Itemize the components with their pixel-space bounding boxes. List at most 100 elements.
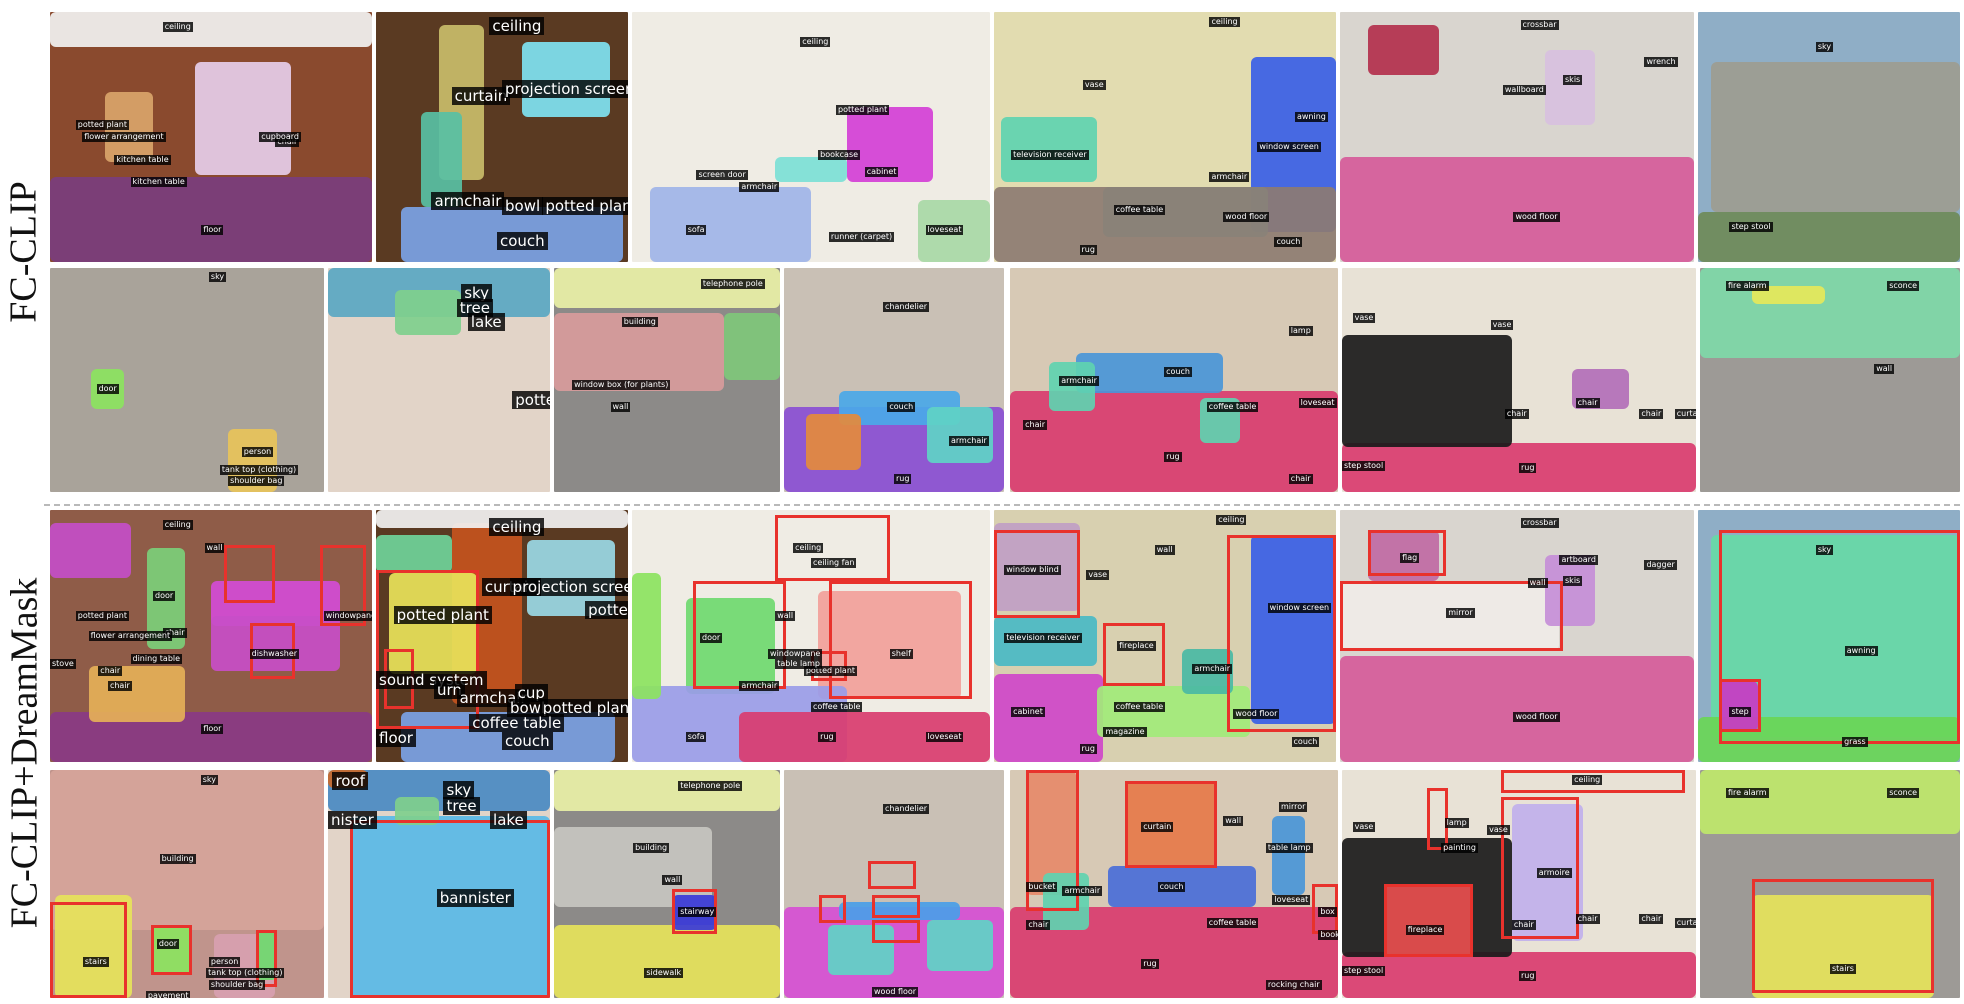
segment-label: crossbar <box>1520 517 1559 528</box>
segment-mask <box>1368 24 1440 75</box>
segment-label: ceiling <box>162 520 193 531</box>
segment-label: coffee table <box>1206 402 1259 413</box>
segment-label: armchair <box>1059 375 1099 386</box>
segment-label: grass <box>1842 736 1868 747</box>
segment-mask <box>685 598 776 694</box>
segment-mask <box>50 12 372 47</box>
segment-label: coffee table <box>1113 204 1166 215</box>
segment-mask <box>1250 535 1336 725</box>
segment-label: curtain <box>1674 918 1696 929</box>
segment-label: tank top (clothing) <box>219 465 299 476</box>
highlight-box <box>872 920 921 944</box>
segment-label: couch <box>1291 736 1320 747</box>
segment-label: lake <box>467 312 505 331</box>
tile-fc-clip-kitchen: ceilingchaircupboardflower arrangementki… <box>50 12 372 262</box>
segment-label: armchair <box>949 436 989 446</box>
segment-label: telephone pole <box>678 781 743 792</box>
segment-label: screen door <box>696 169 748 180</box>
segment-label: vase <box>1082 79 1106 90</box>
segment-mask <box>1340 157 1694 262</box>
segment-mask <box>350 815 550 998</box>
segment-label: dining table <box>130 653 183 664</box>
segment-label: potted plant <box>75 610 129 621</box>
segment-label: curtain <box>1141 822 1174 833</box>
segment-label: rug <box>1079 744 1097 755</box>
segment-label: wood floor <box>1233 709 1280 720</box>
segment-label: magazine <box>1103 726 1147 737</box>
segment-label: window box (for plants) <box>572 380 671 390</box>
segment-label: wall <box>1154 545 1175 556</box>
segment-label: couch <box>1274 237 1303 247</box>
segment-label: sconce <box>1887 788 1920 799</box>
segment-mask <box>50 177 372 262</box>
segment-label: bowl <box>507 699 549 717</box>
highlight-box <box>867 861 916 889</box>
segment-mask <box>1752 285 1825 304</box>
segment-label: coffee table <box>1206 918 1259 929</box>
segment-mask <box>1545 49 1595 125</box>
segment-label: kitchen table <box>114 154 171 165</box>
segment-mask <box>1384 884 1473 957</box>
segment-label: building <box>621 317 658 328</box>
segment-label: coffee table <box>1113 701 1166 712</box>
segment-label: skis <box>1563 74 1583 85</box>
segment-label: artboard <box>1559 555 1598 566</box>
segment-label: sky <box>200 774 218 785</box>
segment-label: fire alarm <box>1726 281 1769 292</box>
segment-label: wall <box>662 874 683 885</box>
segment-label: stove <box>50 658 76 669</box>
segment-mask <box>1075 353 1224 394</box>
segment-mask <box>1545 555 1595 626</box>
segment-mask <box>775 157 847 182</box>
segment-mask <box>1752 895 1934 998</box>
segment-label: loveseat <box>925 224 964 235</box>
segment-label: loveseat <box>1272 895 1311 906</box>
segment-label: step stool <box>1342 460 1386 471</box>
segment-label: dishwasher <box>249 648 300 659</box>
segment-label: sidewalk <box>644 968 684 979</box>
segment-label: tank top (clothing) <box>206 968 285 979</box>
segment-label: couch <box>887 402 916 413</box>
segment-mask <box>1049 362 1096 412</box>
segment-label: potted plant <box>836 104 890 115</box>
segment-label: flag <box>1400 552 1420 563</box>
segment-mask <box>632 573 661 699</box>
segment-mask <box>554 827 713 907</box>
segment-label: ceiling <box>162 22 193 32</box>
segment-label: sofa <box>685 224 707 235</box>
segment-label: wallboard <box>1502 84 1546 95</box>
segment-mask <box>376 535 452 573</box>
segment-label: door <box>700 633 723 644</box>
segment-mask <box>828 925 894 976</box>
segment-label: wood floor <box>1513 212 1560 222</box>
segment-label: wall <box>1223 815 1244 826</box>
highlight-box <box>828 580 973 699</box>
highlight-box <box>1124 781 1217 869</box>
segment-label: rocking chair <box>1265 979 1322 990</box>
segment-label: skis <box>1563 575 1583 586</box>
segment-label: ceiling fan <box>811 557 857 568</box>
segment-label: stairs <box>82 956 109 967</box>
segment-label: window blind <box>1004 565 1061 576</box>
row-label-fc-clip-text: FC-CLIP <box>3 181 46 323</box>
segment-label: windowpane <box>768 648 823 659</box>
segment-label: chair <box>1026 920 1051 931</box>
segment-mask <box>255 929 278 980</box>
segment-label: chair <box>107 681 132 692</box>
highlight-box <box>255 929 278 987</box>
segment-label: wood floor <box>1513 711 1560 722</box>
segment-mask <box>806 413 861 470</box>
segment-label: ceiling <box>1572 774 1603 785</box>
segment-label: shoulder bag <box>228 476 285 487</box>
segment-label: cabinet <box>864 167 899 177</box>
